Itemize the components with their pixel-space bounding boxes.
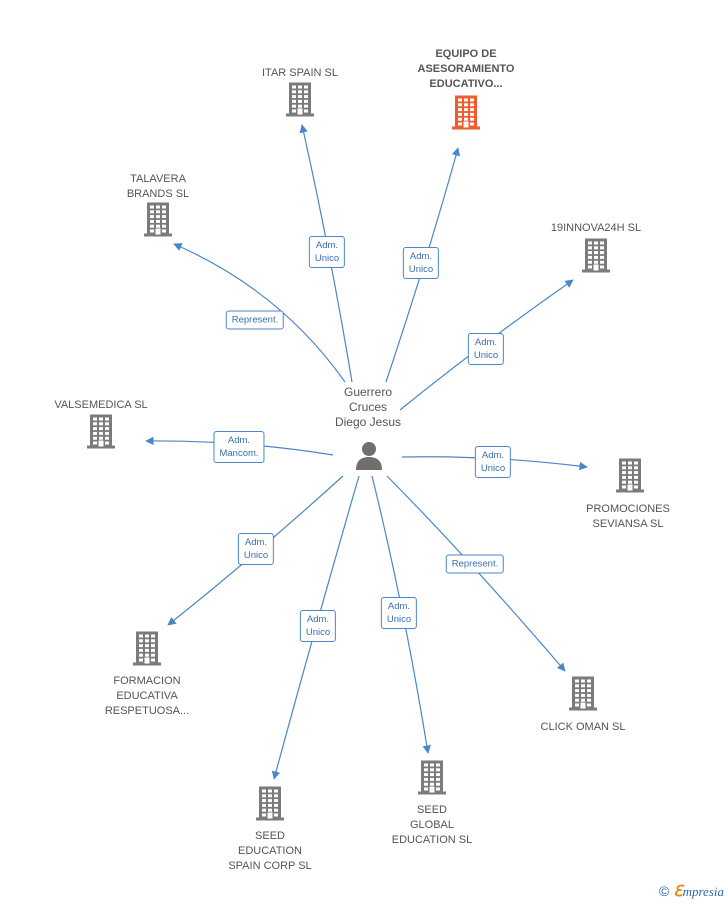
building-icon-seedspain[interactable]	[255, 786, 285, 827]
relation-label-seedglobal: Adm. Unico	[380, 597, 418, 629]
building-icon-promociones[interactable]	[615, 458, 645, 499]
building-icon-talavera[interactable]	[143, 202, 173, 243]
relation-label-valsemedica: Adm. Mancom.	[213, 431, 265, 463]
relation-label-formacion: Adm. Unico	[237, 533, 275, 565]
company-label-clickoman[interactable]: CLICK OMAN SL	[540, 721, 626, 733]
person-name-line-1: Guerrero	[343, 385, 393, 399]
edge-talavera	[173, 243, 346, 383]
relation-label-itar: Adm. Unico	[308, 236, 346, 268]
empresia-logo-e: ℇ	[673, 884, 683, 900]
building-icon-formacion[interactable]	[132, 631, 162, 672]
relation-label-clickoman: Represent.	[445, 554, 505, 574]
building-icon-innova[interactable]	[581, 238, 611, 279]
building-icon-seedglobal[interactable]	[417, 760, 447, 801]
person-name-line-3: Diego Jesus	[334, 415, 402, 429]
relation-label-innova: Adm. Unico	[467, 333, 505, 365]
company-label-formacion[interactable]: FORMACION EDUCATIVA RESPETUOSA...	[104, 675, 190, 717]
empresia-logo-text: mpresia	[682, 884, 724, 899]
copyright-symbol: ©	[659, 883, 670, 899]
relation-label-promociones: Adm. Unico	[474, 446, 512, 478]
person-icon[interactable]	[354, 440, 384, 470]
relation-label-seedspain: Adm. Unico	[299, 610, 337, 642]
company-label-seedspain[interactable]: SEED EDUCATION SPAIN CORP SL	[228, 830, 312, 872]
building-icon-itar[interactable]	[285, 82, 315, 123]
edge-clickoman	[386, 475, 566, 672]
center-person-name[interactable]: Guerrero Cruces Diego Jesus	[308, 385, 428, 430]
company-label-promociones[interactable]: PROMOCIONES SEVIANSA SL	[586, 503, 670, 530]
company-label-valsemedica[interactable]: VALSEMEDICA SL	[54, 399, 148, 411]
person-name-line-2: Cruces	[348, 400, 387, 414]
building-icon-clickoman[interactable]	[568, 676, 598, 717]
company-label-innova[interactable]: 19INNOVA24H SL	[550, 222, 642, 234]
relation-label-talavera: Represent.	[225, 310, 285, 330]
company-label-equipo[interactable]: EQUIPO DE ASESORAMIENTO EDUCATIVO...	[417, 48, 515, 90]
company-label-talavera[interactable]: TALAVERA BRANDS SL	[126, 173, 190, 200]
building-icon-valsemedica[interactable]	[86, 414, 116, 455]
company-label-seedglobal[interactable]: SEED GLOBAL EDUCATION SL	[391, 804, 473, 846]
empresia-footer[interactable]: ©ℇmpresia	[659, 882, 724, 901]
relation-label-equipo: Adm. Unico	[402, 247, 440, 279]
company-label-itar[interactable]: ITAR SPAIN SL	[261, 67, 338, 79]
building-icon-equipo[interactable]	[451, 95, 481, 136]
